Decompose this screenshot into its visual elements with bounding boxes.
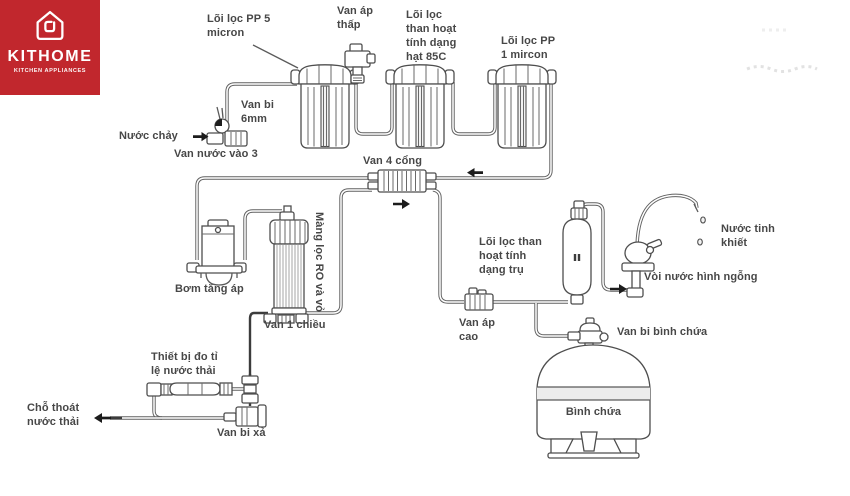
label-ro-membrane: Màng lọc RO và vỏ bbox=[312, 212, 325, 313]
prefilter-housing-gac bbox=[385, 64, 455, 149]
label-low-pressure-valve: Van áp thấp bbox=[337, 5, 374, 31]
label-gooseneck-faucet: Vòi nước hình ngỗng bbox=[644, 271, 758, 283]
gooseneck-faucet bbox=[621, 203, 706, 298]
label-booster-pump: Bơm tăng áp bbox=[175, 283, 244, 295]
label-check-valve: Van 1 chiều bbox=[264, 319, 326, 331]
low-pressure-valve bbox=[344, 43, 376, 84]
carbon-cylinder-filter bbox=[562, 200, 592, 305]
waste-flow-restrictor bbox=[146, 382, 233, 397]
storage-tank bbox=[536, 344, 651, 459]
drain-ball-valve bbox=[223, 404, 267, 428]
kithome-logo: KITHOME KITCHEN APPLIANCES bbox=[0, 0, 100, 95]
label-gac-filter: Lõi lọc than hoạt tính dạng hạt 85C bbox=[406, 9, 457, 63]
label-pure-water: Nước tinh khiết bbox=[721, 223, 775, 249]
label-tank: Bình chứa bbox=[565, 406, 622, 418]
arrow-below-valve-right bbox=[393, 199, 410, 209]
flow-arrows bbox=[94, 132, 627, 423]
label-carbon-cylinder-filter: Lõi lọc than hoạt tính dạng trụ bbox=[479, 236, 542, 276]
label-high-pressure-valve: Van áp cao bbox=[459, 317, 496, 343]
label-drain-valve: Van bi xả bbox=[217, 427, 266, 439]
watermark bbox=[746, 28, 818, 73]
label-ball-valve-6mm: Van bi 6mm bbox=[241, 99, 274, 125]
label-pp5-filter: Lõi lọc PP 5 micron bbox=[207, 13, 271, 39]
logo-brand: KITHOME bbox=[7, 48, 93, 65]
logo-tagline: KITCHEN APPLIANCES bbox=[13, 68, 87, 74]
label-waste-outlet: Chỗ thoát nước thải bbox=[27, 402, 80, 428]
booster-pump bbox=[186, 219, 247, 286]
arrow-waste-left bbox=[94, 413, 111, 423]
high-pressure-valve bbox=[464, 287, 494, 311]
label-tank-ball-valve: Van bi bình chứa bbox=[617, 326, 708, 338]
waste-line-fittings bbox=[241, 375, 259, 404]
ro-membrane-housing bbox=[263, 205, 309, 324]
prefilter-housing-pp5 bbox=[290, 64, 360, 149]
pp5-pointer-line bbox=[252, 44, 299, 69]
label-four-port-valve: Van 4 cổng bbox=[363, 155, 423, 167]
house-icon bbox=[36, 10, 64, 41]
label-waste-ratio-device: Thiết bị đo tỉ lệ nước thải bbox=[151, 351, 218, 377]
four-port-valve bbox=[367, 169, 437, 193]
label-inlet-valve: Van nước vào 3 bbox=[174, 148, 258, 160]
arrow-to-faucet-right bbox=[610, 284, 627, 294]
prefilter-housing-pp1 bbox=[487, 64, 557, 149]
inlet-valve-assembly bbox=[206, 106, 248, 147]
label-pp1-filter: Lõi lọc PP 1 mircon bbox=[501, 35, 556, 61]
arrow-mainline-left bbox=[467, 168, 483, 178]
arrow-inflow-right bbox=[193, 132, 209, 142]
label-water-inflow: Nước chảy bbox=[119, 130, 178, 142]
